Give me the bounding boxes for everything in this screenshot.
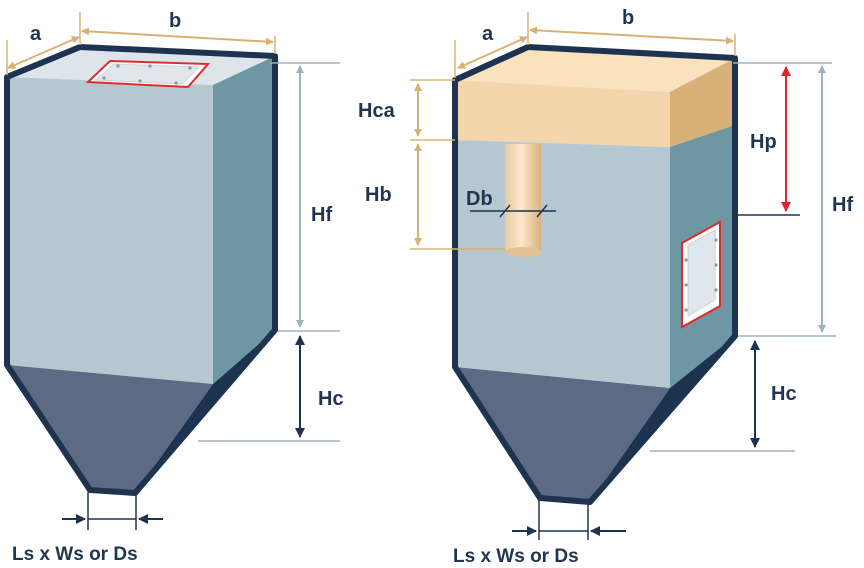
left-label-hc: Hc bbox=[318, 388, 344, 410]
right-filter-bag bbox=[505, 144, 541, 257]
right-label-hc: Hc bbox=[771, 383, 797, 405]
right-front-face bbox=[455, 140, 670, 388]
left-dimension-hc: Hc bbox=[198, 335, 344, 442]
left-hopper-front bbox=[7, 365, 213, 493]
left-dimension-hf: Hf bbox=[270, 62, 340, 332]
right-label-outlet: Ls x Ws or Ds bbox=[453, 546, 579, 567]
right-label-hb: Hb bbox=[365, 184, 392, 206]
right-collector bbox=[452, 44, 738, 505]
right-label-hf: Hf bbox=[832, 194, 853, 216]
right-label-hp: Hp bbox=[750, 131, 777, 153]
left-collector bbox=[4, 44, 278, 496]
left-dimension-a: a bbox=[6, 12, 81, 75]
left-front-face bbox=[7, 77, 213, 384]
left-label-a: a bbox=[30, 23, 42, 45]
right-label-a: a bbox=[482, 23, 494, 45]
right-dimension-db: Db bbox=[466, 188, 556, 218]
left-label-b: b bbox=[169, 10, 181, 32]
right-dimension-hca-hb: Hca Hb bbox=[358, 79, 505, 250]
right-cake-front bbox=[455, 80, 670, 147]
left-label-outlet: Ls x Ws or Ds bbox=[12, 544, 138, 565]
right-label-hca: Hca bbox=[358, 100, 396, 122]
right-dimension-b: b bbox=[529, 7, 736, 56]
right-label-b: b bbox=[622, 7, 634, 29]
left-dimension-b: b bbox=[81, 10, 276, 54]
right-side-panel bbox=[681, 220, 721, 329]
left-side-face bbox=[213, 56, 275, 384]
right-dimension-hc: Hc bbox=[650, 340, 797, 452]
right-cake-side bbox=[670, 58, 735, 147]
right-label-db: Db bbox=[466, 188, 493, 210]
right-dimension-outlet: Ls x Ws or Ds bbox=[453, 500, 626, 567]
right-dimension-hp: Hp bbox=[733, 62, 800, 216]
right-hopper-front bbox=[455, 367, 670, 502]
right-dimension-hf: Hf bbox=[738, 62, 853, 337]
left-top-hatch bbox=[85, 59, 211, 89]
right-outline bbox=[452, 44, 738, 505]
right-dimension-a: a bbox=[454, 12, 529, 78]
left-dimension-outlet: Ls x Ws or Ds bbox=[12, 492, 163, 565]
left-outline bbox=[4, 44, 278, 496]
left-label-hf: Hf bbox=[311, 204, 332, 226]
